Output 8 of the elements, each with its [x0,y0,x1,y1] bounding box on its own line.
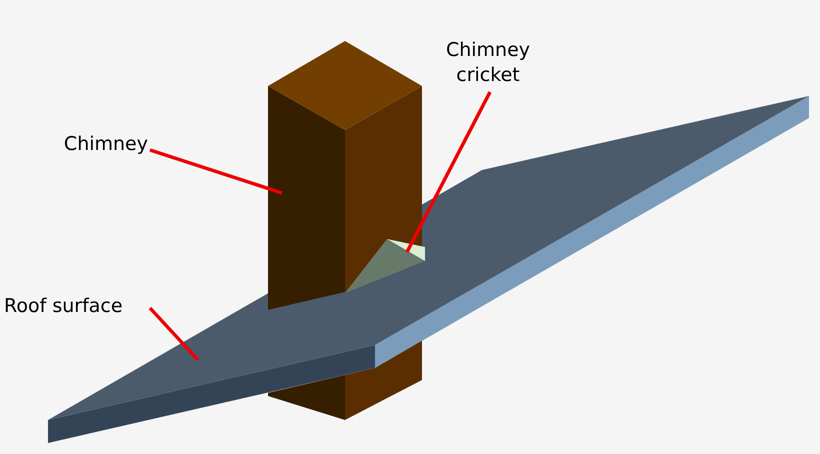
roof-drawing [48,96,809,443]
leader-line [149,148,283,195]
leader-line [148,306,200,362]
leader-line [405,91,492,253]
chimney-drawing [268,41,422,420]
part-label: Chimney cricket [446,39,530,86]
part-label: Roof surface [4,295,123,317]
part-label: Chimney [64,133,148,155]
